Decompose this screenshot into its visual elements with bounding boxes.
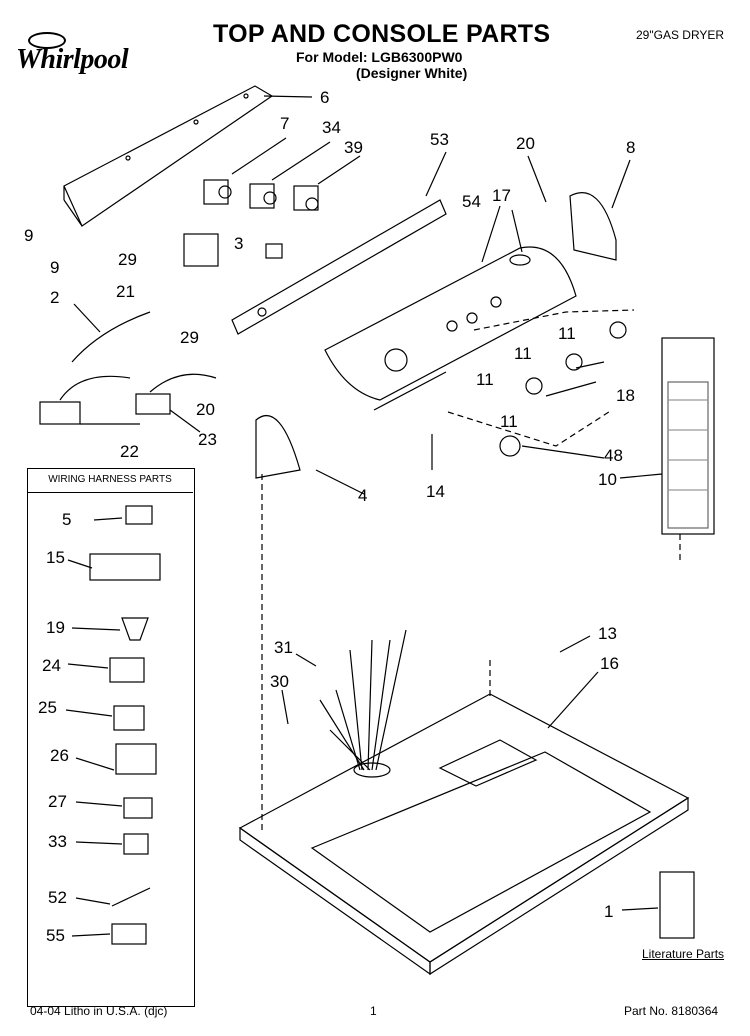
- callout-53: 53: [430, 130, 449, 149]
- assembly-guides: [261, 309, 681, 830]
- model-number: For Model: LGB6300PW0: [296, 49, 463, 65]
- callout-9-b: 9: [50, 258, 60, 277]
- callout-11-a: 11: [558, 324, 576, 343]
- callout-8: 8: [626, 138, 636, 157]
- litho-note: 04-04 Litho in U.S.A. (djc): [30, 1004, 168, 1018]
- callout-10: 10: [598, 470, 617, 489]
- page-title: TOP AND CONSOLE PARTS: [213, 20, 551, 48]
- callout-29-b: 29: [180, 328, 199, 347]
- literature-pack: [659, 871, 695, 939]
- rotary-switches: [203, 179, 319, 211]
- harness-connector-23: [135, 393, 171, 415]
- right-end-cap: [569, 192, 617, 261]
- callout-1: 1: [604, 902, 614, 921]
- brand-name: Whirlpool: [16, 44, 129, 75]
- callout-52: 52: [48, 888, 67, 907]
- wire-22: [59, 375, 131, 401]
- leader-lines: [65, 95, 663, 937]
- callout-55: 55: [46, 926, 65, 945]
- wire-bundle: [319, 629, 407, 771]
- callout-18: 18: [616, 386, 635, 405]
- callout-7: 7: [280, 114, 290, 133]
- callout-11-d: 11: [500, 412, 518, 431]
- callout-29-a: 29: [118, 250, 137, 269]
- callout-13: 13: [598, 624, 617, 643]
- callout-4: 4: [358, 486, 368, 505]
- callout-21: 21: [116, 282, 135, 301]
- callout-15: 15: [46, 548, 65, 567]
- callout-6: 6: [320, 88, 330, 107]
- callout-30: 30: [270, 672, 289, 691]
- console-front-panel: [324, 246, 577, 411]
- callout-9-a: 9: [24, 226, 34, 245]
- part-number: Part No. 8180364: [624, 1004, 719, 1018]
- control-panel-bracket: [231, 199, 447, 335]
- callout-5: 5: [62, 510, 72, 529]
- callout-23: 23: [198, 430, 217, 449]
- wiring-harness-title: WIRING HARNESS PARTS: [27, 468, 193, 493]
- callout-39: 39: [344, 138, 363, 157]
- timer: [183, 233, 283, 267]
- callout-16: 16: [600, 654, 619, 673]
- callout-24: 24: [42, 656, 61, 675]
- literature-parts-label: Literature Parts: [642, 947, 725, 961]
- callout-2: 2: [50, 288, 60, 307]
- product-type: 29"GAS DRYER: [636, 28, 725, 42]
- harness-connector-22: [39, 401, 81, 425]
- callout-17: 17: [492, 186, 511, 205]
- wire-23: [149, 373, 217, 393]
- callout-20-left: 20: [196, 400, 215, 419]
- control-knobs: [499, 321, 627, 457]
- wire-harness-2: [71, 311, 151, 363]
- callout-33: 33: [48, 832, 67, 851]
- rear-console-panel: [63, 85, 274, 227]
- callout-31: 31: [274, 638, 293, 657]
- callout-11-c: 11: [476, 370, 494, 389]
- callout-27: 27: [48, 792, 67, 811]
- harness-parts: [89, 505, 161, 945]
- model-color: (Designer White): [356, 65, 468, 81]
- callout-48: 48: [604, 446, 623, 465]
- logo-swirl-icon: [28, 32, 66, 49]
- callout-54: 54: [462, 192, 481, 211]
- callout-34: 34: [322, 118, 341, 137]
- page-number: 1: [370, 1004, 377, 1018]
- callout-3: 3: [234, 234, 244, 253]
- callout-19: 19: [46, 618, 65, 637]
- callout-25: 25: [38, 698, 57, 717]
- lint-screen: [661, 337, 715, 535]
- callout-26: 26: [50, 746, 69, 765]
- left-end-cap: [255, 415, 301, 479]
- callout-14: 14: [426, 482, 445, 501]
- callout-22: 22: [120, 442, 139, 461]
- whirlpool-logo: Whirlpool: [10, 32, 155, 78]
- wiring-harness-panel: [27, 468, 195, 1007]
- top-panel: [238, 693, 690, 976]
- callout-20-top: 20: [516, 134, 535, 153]
- callout-11-b: 11: [514, 344, 532, 363]
